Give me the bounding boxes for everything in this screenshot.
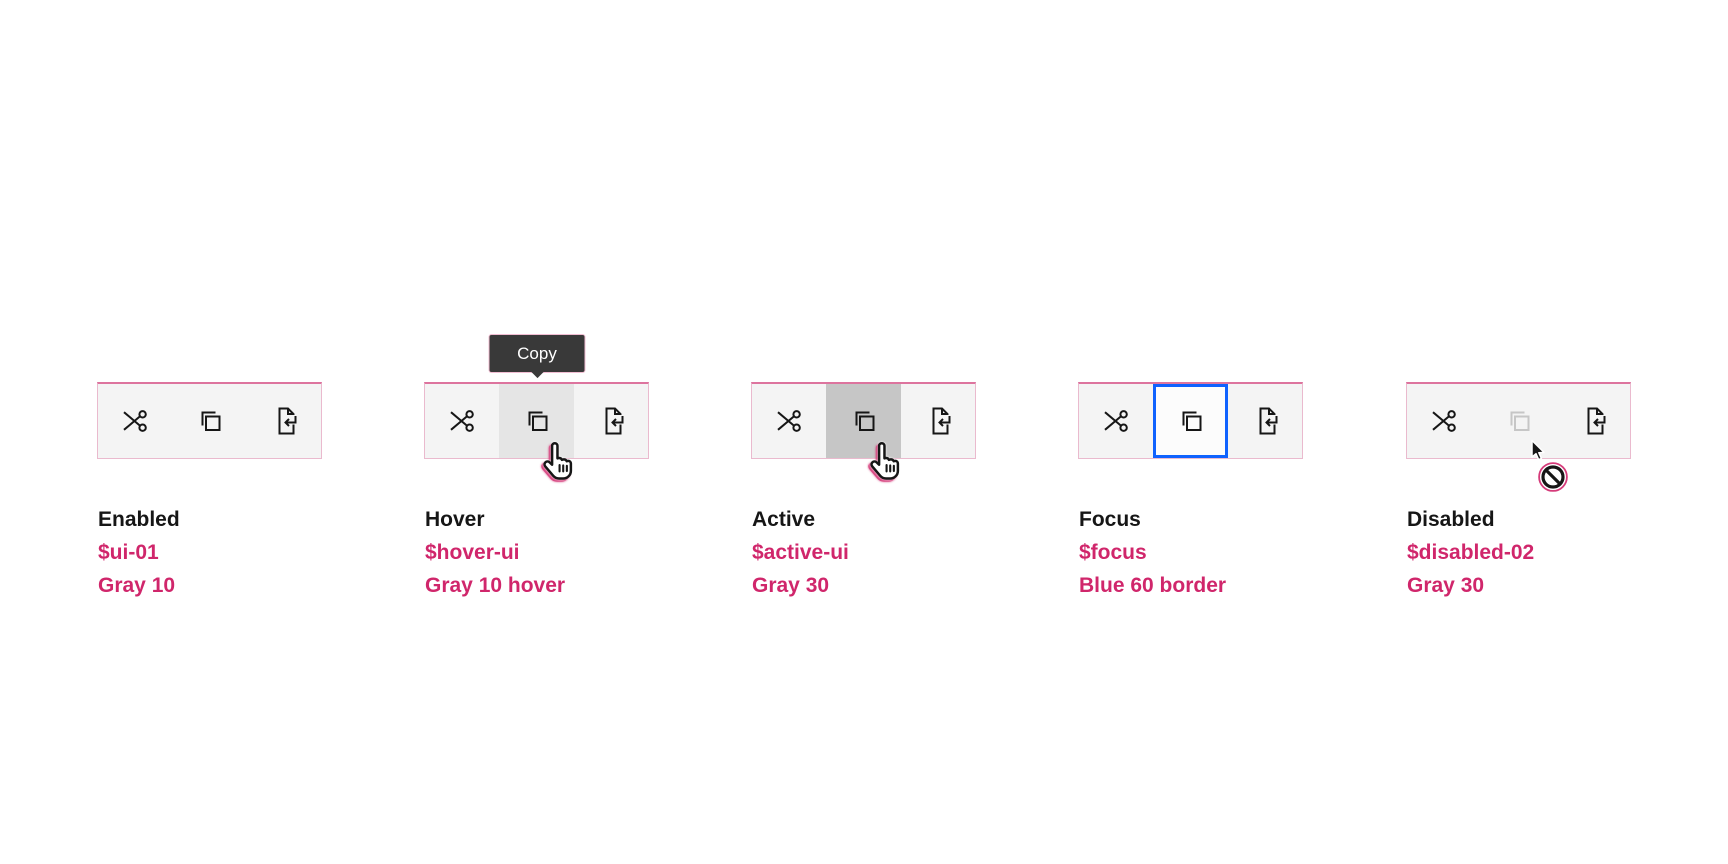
paste-button[interactable] [901,384,975,458]
paste-button[interactable] [247,384,321,458]
state-group-active: Active $active-ui Gray 30 [751,382,976,597]
toolbar [1078,382,1303,459]
cut-icon [123,410,147,432]
token-value-label: Gray 30 [752,574,830,597]
tooltip-label: Copy [517,344,557,363]
cut-icon [1104,410,1128,432]
token-value-label: Blue 60 border [1079,574,1227,597]
copy-icon [855,411,875,431]
cut-button[interactable] [98,384,172,458]
paste-icon [605,407,624,435]
state-label: Hover [425,508,485,531]
state-group-focus: Focus $focus Blue 60 border [1078,382,1303,597]
toolbar [424,382,649,459]
token-value-label: Gray 30 [1407,574,1485,597]
cut-button[interactable] [425,384,499,458]
copy-icon [1510,411,1530,431]
paste-icon [932,407,951,435]
token-value-label: Gray 10 hover [425,574,566,597]
paste-icon [278,407,297,435]
annotation-labels: Enabled $ui-01 Gray 10 [98,503,180,602]
annotation-labels: Disabled $disabled-02 Gray 30 [1407,503,1534,602]
state-label: Enabled [98,508,180,531]
paste-icon [1259,407,1278,435]
token-label: $ui-01 [98,541,159,564]
paste-button[interactable] [574,384,648,458]
cut-button[interactable] [752,384,826,458]
token-label: $active-ui [752,541,849,564]
annotation-labels: Hover $hover-ui Gray 10 hover [425,503,565,602]
tooltip: Copy [489,335,585,372]
cut-icon [450,410,474,432]
token-label: $disabled-02 [1407,541,1535,564]
copy-icon [1182,411,1202,431]
toolbar [97,382,322,459]
toolbar [1406,382,1631,459]
paste-icon [1587,407,1606,435]
cut-icon [777,410,801,432]
copy-icon [201,411,221,431]
token-label: $hover-ui [425,541,520,564]
cut-button[interactable] [1407,384,1481,458]
annotation-labels: Active $active-ui Gray 30 [752,503,849,602]
token-label: $focus [1079,541,1147,564]
state-label: Disabled [1407,508,1495,531]
copy-button-disabled [1481,384,1555,458]
state-group-hover: Copy Hover $hover-ui Gray 10 hover [424,335,649,597]
toolbar [751,382,976,459]
state-group-disabled: Disabled $disabled-02 Gray 30 [1406,382,1631,597]
state-label: Focus [1079,508,1141,531]
cut-icon [1432,410,1456,432]
state-group-enabled: Enabled $ui-01 Gray 10 [97,382,322,597]
annotation-labels: Focus $focus Blue 60 border [1079,503,1226,602]
copy-button-focused[interactable] [1153,384,1228,458]
cut-button[interactable] [1079,384,1153,458]
paste-button[interactable] [1228,384,1302,458]
copy-icon [528,411,548,431]
copy-button[interactable] [172,384,246,458]
copy-button[interactable] [499,384,574,458]
token-value-label: Gray 10 [98,574,176,597]
state-label: Active [752,508,816,531]
paste-button[interactable] [1556,384,1630,458]
copy-button[interactable] [826,384,901,458]
